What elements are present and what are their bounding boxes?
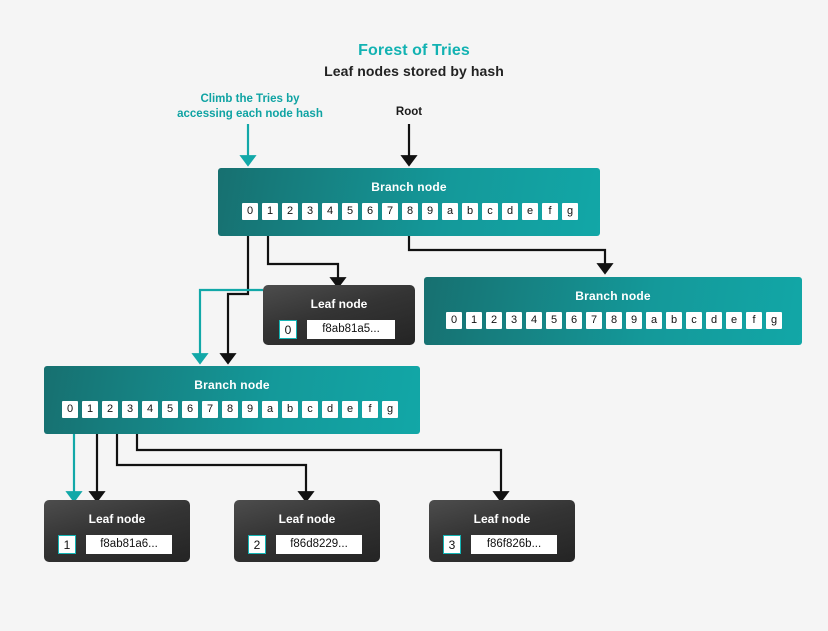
branch-cell-c[interactable]: c xyxy=(302,401,318,418)
wire-branch-left-cell3-to-leaf3 xyxy=(135,430,510,503)
branch-cell-5[interactable]: 5 xyxy=(546,312,562,329)
branch-cell-8[interactable]: 8 xyxy=(606,312,622,329)
leaf-node-index: 1 xyxy=(58,535,76,554)
wire-leaf0-hash-to-branch-left xyxy=(191,288,263,365)
page-title: Forest of Tries xyxy=(358,42,470,59)
leaf-node-index: 3 xyxy=(443,535,461,554)
leaf-node-0[interactable]: Leaf node 0 f8ab81a5... xyxy=(263,285,415,345)
branch-cell-2[interactable]: 2 xyxy=(282,203,298,220)
leaf-node-row: 3 f86f826b... xyxy=(429,526,575,554)
branch-cell-e[interactable]: e xyxy=(726,312,742,329)
branch-cell-8[interactable]: 8 xyxy=(402,203,418,220)
leaf-node-index: 2 xyxy=(248,535,266,554)
annotation-root: Root xyxy=(395,106,423,118)
branch-cell-f[interactable]: f xyxy=(542,203,558,220)
branch-cell-b[interactable]: b xyxy=(282,401,298,418)
branch-cell-2[interactable]: 2 xyxy=(486,312,502,329)
leaf-node-hash: f86d8229... xyxy=(276,535,362,554)
page-subtitle: Leaf nodes stored by hash xyxy=(324,63,504,79)
leaf-node-hash: f86f826b... xyxy=(471,535,557,554)
branch-cell-9[interactable]: 9 xyxy=(422,203,438,220)
branch-cell-d[interactable]: d xyxy=(502,203,518,220)
branch-cell-5[interactable]: 5 xyxy=(162,401,178,418)
wire-branch-left-cell2-to-leaf2 xyxy=(115,430,315,503)
branch-cell-g[interactable]: g xyxy=(766,312,782,329)
leaf-node-label: Leaf node xyxy=(473,512,531,526)
wire-branch0-cell0-to-branch-left xyxy=(219,221,250,365)
branch-cell-2[interactable]: 2 xyxy=(102,401,118,418)
leaf-node-row: 0 f8ab81a5... xyxy=(263,311,415,339)
branch-cell-7[interactable]: 7 xyxy=(202,401,218,418)
branch-cell-e[interactable]: e xyxy=(342,401,358,418)
branch-cell-c[interactable]: c xyxy=(482,203,498,220)
branch-cell-b[interactable]: b xyxy=(666,312,682,329)
leaf-node-3[interactable]: Leaf node 3 f86f826b... xyxy=(429,500,575,562)
leaf-node-row: 2 f86d8229... xyxy=(234,526,380,554)
branch-cell-7[interactable]: 7 xyxy=(586,312,602,329)
branch-cell-c[interactable]: c xyxy=(686,312,702,329)
leaf-node-row: 1 f8ab81a6... xyxy=(44,526,190,554)
branch-cell-9[interactable]: 9 xyxy=(626,312,642,329)
branch-node-label: Branch node xyxy=(575,289,651,303)
branch-cell-a[interactable]: a xyxy=(442,203,458,220)
leaf-node-index: 0 xyxy=(279,320,297,339)
branch-cell-e[interactable]: e xyxy=(522,203,538,220)
branch-cell-d[interactable]: d xyxy=(706,312,722,329)
branch-cell-8[interactable]: 8 xyxy=(222,401,238,418)
branch-cell-4[interactable]: 4 xyxy=(322,203,338,220)
branch-cell-g[interactable]: g xyxy=(562,203,578,220)
branch-cell-3[interactable]: 3 xyxy=(506,312,522,329)
branch-cell-1[interactable]: 1 xyxy=(262,203,278,220)
branch-cell-0[interactable]: 0 xyxy=(446,312,462,329)
leaf-node-hash: f8ab81a5... xyxy=(307,320,395,339)
branch-cell-4[interactable]: 4 xyxy=(142,401,158,418)
branch-cell-d[interactable]: d xyxy=(322,401,338,418)
branch-cell-3[interactable]: 3 xyxy=(122,401,138,418)
branch-cell-6[interactable]: 6 xyxy=(566,312,582,329)
leaf-node-label: Leaf node xyxy=(278,512,336,526)
annotation-climb-the-tries: Climb the Tries by accessing each node h… xyxy=(177,93,323,120)
branch-cell-0[interactable]: 0 xyxy=(242,203,258,220)
leaf-node-1[interactable]: Leaf node 1 f8ab81a6... xyxy=(44,500,190,562)
branch-cell-0[interactable]: 0 xyxy=(62,401,78,418)
branch-cell-f[interactable]: f xyxy=(746,312,762,329)
leaf-node-2[interactable]: Leaf node 2 f86d8229... xyxy=(234,500,380,562)
branch-cell-1[interactable]: 1 xyxy=(466,312,482,329)
branch-cell-g[interactable]: g xyxy=(382,401,398,418)
branch-cell-a[interactable]: a xyxy=(646,312,662,329)
branch-cell-7[interactable]: 7 xyxy=(382,203,398,220)
branch-cell-b[interactable]: b xyxy=(462,203,478,220)
branch-cell-6[interactable]: 6 xyxy=(182,401,198,418)
branch-cell-a[interactable]: a xyxy=(262,401,278,418)
leaf-node-label: Leaf node xyxy=(88,512,146,526)
leaf-node-hash: f8ab81a6... xyxy=(86,535,172,554)
branch-cell-3[interactable]: 3 xyxy=(302,203,318,220)
branch-node-label: Branch node xyxy=(371,180,447,194)
branch-cell-9[interactable]: 9 xyxy=(242,401,258,418)
branch-cell-4[interactable]: 4 xyxy=(526,312,542,329)
branch-cell-5[interactable]: 5 xyxy=(342,203,358,220)
branch-cell-6[interactable]: 6 xyxy=(362,203,378,220)
leaf-node-label: Leaf node xyxy=(310,297,368,311)
branch-node-label: Branch node xyxy=(194,378,270,392)
branch-cell-f[interactable]: f xyxy=(362,401,378,418)
branch-cell-1[interactable]: 1 xyxy=(82,401,98,418)
